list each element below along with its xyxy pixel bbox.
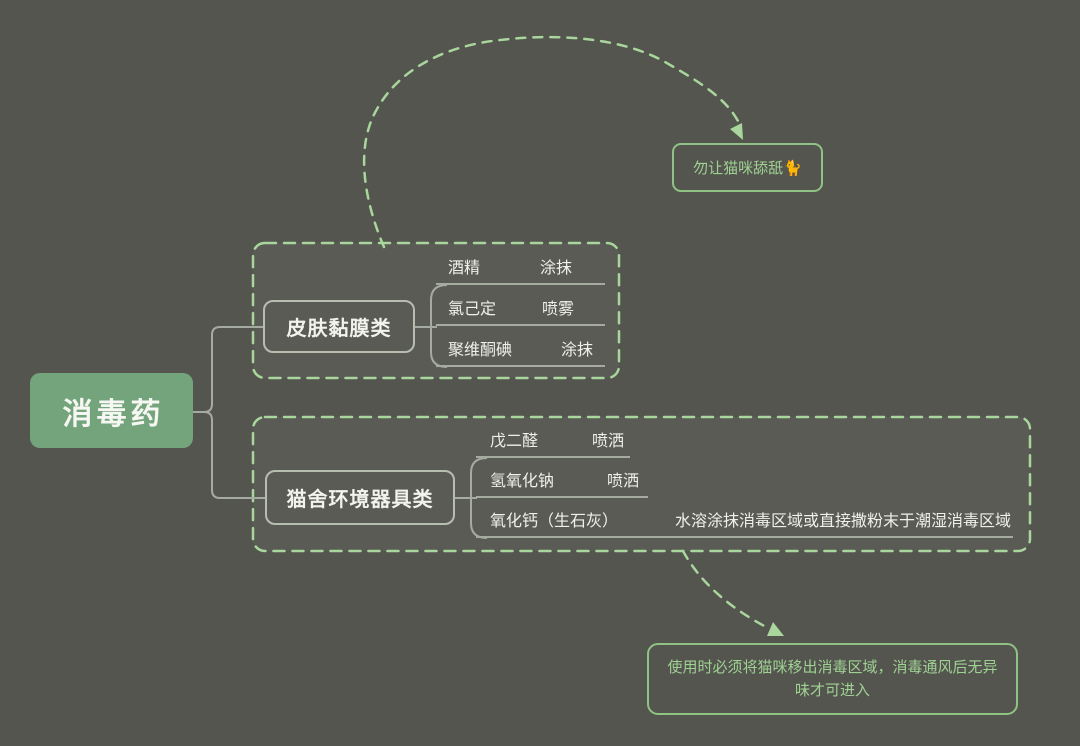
application-method: 涂抹 (560, 342, 593, 359)
child-row-sodium-hydroxide[interactable]: 氢氧化钠 喷洒 (476, 464, 648, 498)
connector-root-to-cattery (193, 411, 266, 499)
relationship-arrows (362, 35, 772, 631)
child-row-chlorhexidine[interactable]: 氯己定 喷雾 (436, 292, 605, 326)
cat-icon: 🐈 (783, 159, 802, 177)
root-topic-label: 消毒药 (62, 397, 165, 431)
application-method: 喷洒 (606, 473, 639, 490)
group-boundary-skin (251, 241, 621, 380)
application-method: 水溶涂抹消毒区域或直接撒粉末于潮湿消毒区域 (674, 513, 1011, 530)
note-text: 使用时必须将猫咪移出消毒区域，消毒通风后无异味才可进入 (667, 659, 998, 699)
arrow-curve-to-bottom-note (681, 549, 772, 631)
drug-name: 酒精 (448, 260, 481, 277)
drug-name: 氢氧化钠 (490, 473, 555, 490)
arrow-curve-to-top-note (362, 35, 741, 249)
arrowhead-top-icon (730, 123, 743, 140)
branch-topic-label: 猫舍环境器具类 (286, 489, 434, 511)
drug-name: 氯己定 (448, 301, 497, 318)
drug-name: 聚维酮碘 (448, 342, 513, 359)
note-text: 勿让猫咪舔舐 (693, 160, 784, 177)
arrowhead-bottom-icon (767, 622, 784, 636)
application-method: 喷雾 (541, 301, 574, 318)
note-remove-cat-warning[interactable]: 使用时必须将猫咪移出消毒区域，消毒通风后无异味才可进入 (647, 643, 1018, 715)
branch-topic-skin-mucosa[interactable]: 皮肤黏膜类 (263, 300, 415, 353)
note-no-licking[interactable]: 勿让猫咪舔舐🐈 (672, 143, 823, 192)
application-method: 喷洒 (591, 433, 624, 450)
child-row-calcium-oxide[interactable]: 氧化钙（生石灰） 水溶涂抹消毒区域或直接撒粉末于潮湿消毒区域 (476, 504, 1013, 538)
child-row-povidone-iodine[interactable]: 聚维酮碘 涂抹 (436, 333, 605, 367)
child-row-alcohol[interactable]: 酒精 涂抹 (436, 251, 605, 285)
child-row-glutaraldehyde[interactable]: 戊二醛 喷洒 (476, 424, 630, 458)
drug-name: 氧化钙（生石灰） (490, 513, 619, 530)
application-method: 涂抹 (539, 260, 572, 277)
drug-name: 戊二醛 (490, 433, 539, 450)
root-topic-disinfectant[interactable]: 消毒药 (30, 373, 193, 448)
branch-topic-cattery-equipment[interactable]: 猫舍环境器具类 (265, 470, 455, 525)
branch-topic-label: 皮肤黏膜类 (286, 318, 392, 340)
